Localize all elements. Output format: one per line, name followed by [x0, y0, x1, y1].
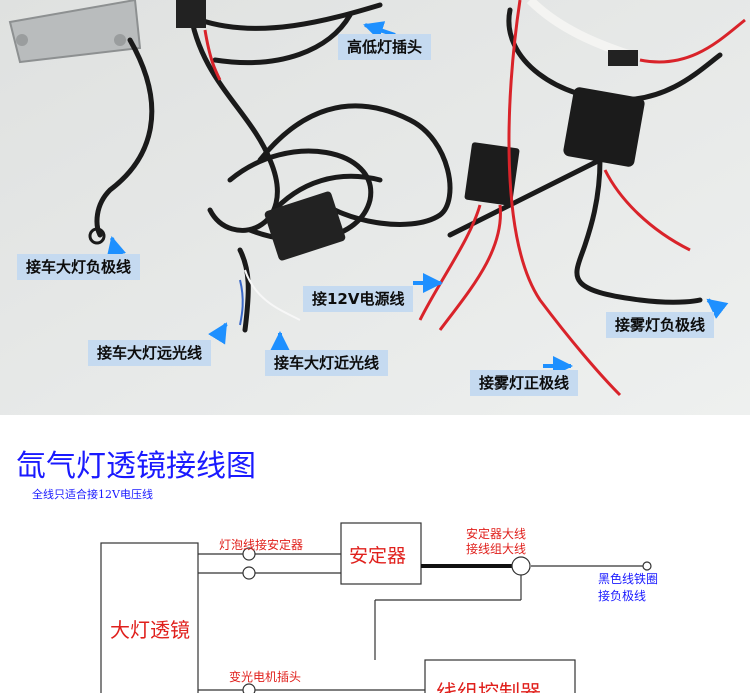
ring-terminal — [88, 227, 106, 245]
label-hi-lo-plug: 高低灯插头 — [338, 34, 432, 60]
ballast-unit — [8, 0, 142, 64]
connector-circles — [242, 547, 652, 693]
relay — [464, 142, 520, 206]
label-car-headlight-negative: 接车大灯负极线 — [17, 254, 141, 280]
label-arrows — [106, 21, 729, 376]
ballast-main-wire-label-1: 安定器大线 — [466, 526, 526, 541]
fog-control-box — [563, 87, 645, 167]
controller-block-label: 线组控制器 — [436, 681, 541, 693]
diagram-wires — [198, 553, 643, 691]
lens-block-label: 大灯透镜 — [110, 618, 190, 642]
controller-block — [424, 659, 576, 693]
ballast-main-wire-label-2: 接线组大线 — [466, 541, 526, 556]
plug-connector — [176, 0, 206, 28]
red-wires — [203, 0, 746, 397]
label-fog-light-negative: 接雾灯负极线 — [606, 312, 715, 338]
bulb-wire-label: 灯泡线接安定器 — [219, 537, 303, 552]
harness-module — [264, 191, 346, 261]
black-ring-label-1: 黑色线铁圈 — [598, 572, 658, 586]
motor-plug-label: 变光电机插头 — [229, 669, 301, 684]
diagram-title: 氙气灯透镜接线图 — [16, 449, 256, 484]
label-car-headlight-high: 接车大灯远光线 — [88, 340, 212, 366]
lens-block — [100, 542, 199, 693]
black-ring-label-2: 接负极线 — [598, 588, 646, 603]
ballast-block-label: 安定器 — [349, 545, 406, 567]
label-car-headlight-low: 接车大灯近光线 — [265, 350, 389, 376]
label-fog-light-positive: 接雾灯正极线 — [470, 370, 579, 396]
diagram-subtitle: 全线只适合接12V电压线 — [32, 487, 153, 501]
thin-lead-wires — [239, 269, 301, 326]
wiring-diagram: 氙气灯透镜接线图 全线只适合接12V电压线 大灯透镜 安定器 线组控制器 灯泡线… — [0, 415, 750, 693]
label-power-12v: 接12V电源线 — [303, 286, 414, 312]
